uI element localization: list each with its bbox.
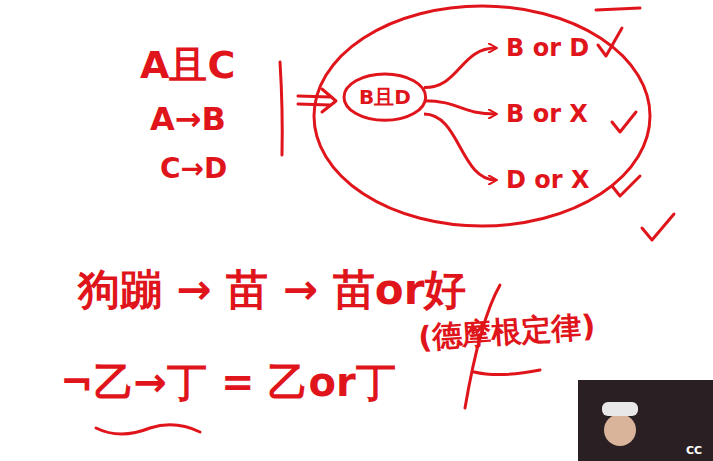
conclusion-circle: B且D B or D B or X D or X — [312, 4, 652, 228]
handwritten-note: ¬乙→丁 = 乙or丁 — [60, 355, 396, 410]
presenter-head — [604, 414, 636, 446]
inference-arrow — [424, 114, 496, 180]
node-text: B or X — [506, 100, 588, 128]
node-text: B且D — [359, 84, 411, 111]
conclusion-text: B or D — [502, 30, 594, 66]
conclusion-text: D or X — [502, 162, 594, 198]
node-text: B or D — [506, 34, 590, 62]
check-mark — [612, 176, 640, 196]
check-mark — [596, 8, 640, 10]
watermark: CC — [686, 444, 702, 457]
underline — [474, 370, 540, 375]
handwritten-note: A→B — [150, 100, 226, 138]
check-mark — [612, 112, 636, 132]
presenter-cap — [602, 402, 638, 416]
handwritten-note: A且C — [140, 40, 235, 91]
handwritten-note: 狗蹦 → 苗 → 苗or好 — [78, 262, 466, 318]
inference-arrow — [424, 101, 496, 114]
conclusion-text: B or X — [502, 96, 592, 132]
inference-arrow — [424, 48, 496, 88]
premise-circle: B且D — [342, 72, 428, 123]
node-text: D or X — [506, 166, 590, 194]
handwritten-note: C→D — [160, 152, 227, 185]
underline — [96, 425, 200, 434]
presenter-video — [578, 380, 713, 461]
check-mark — [642, 214, 674, 240]
divider-line — [280, 62, 282, 155]
